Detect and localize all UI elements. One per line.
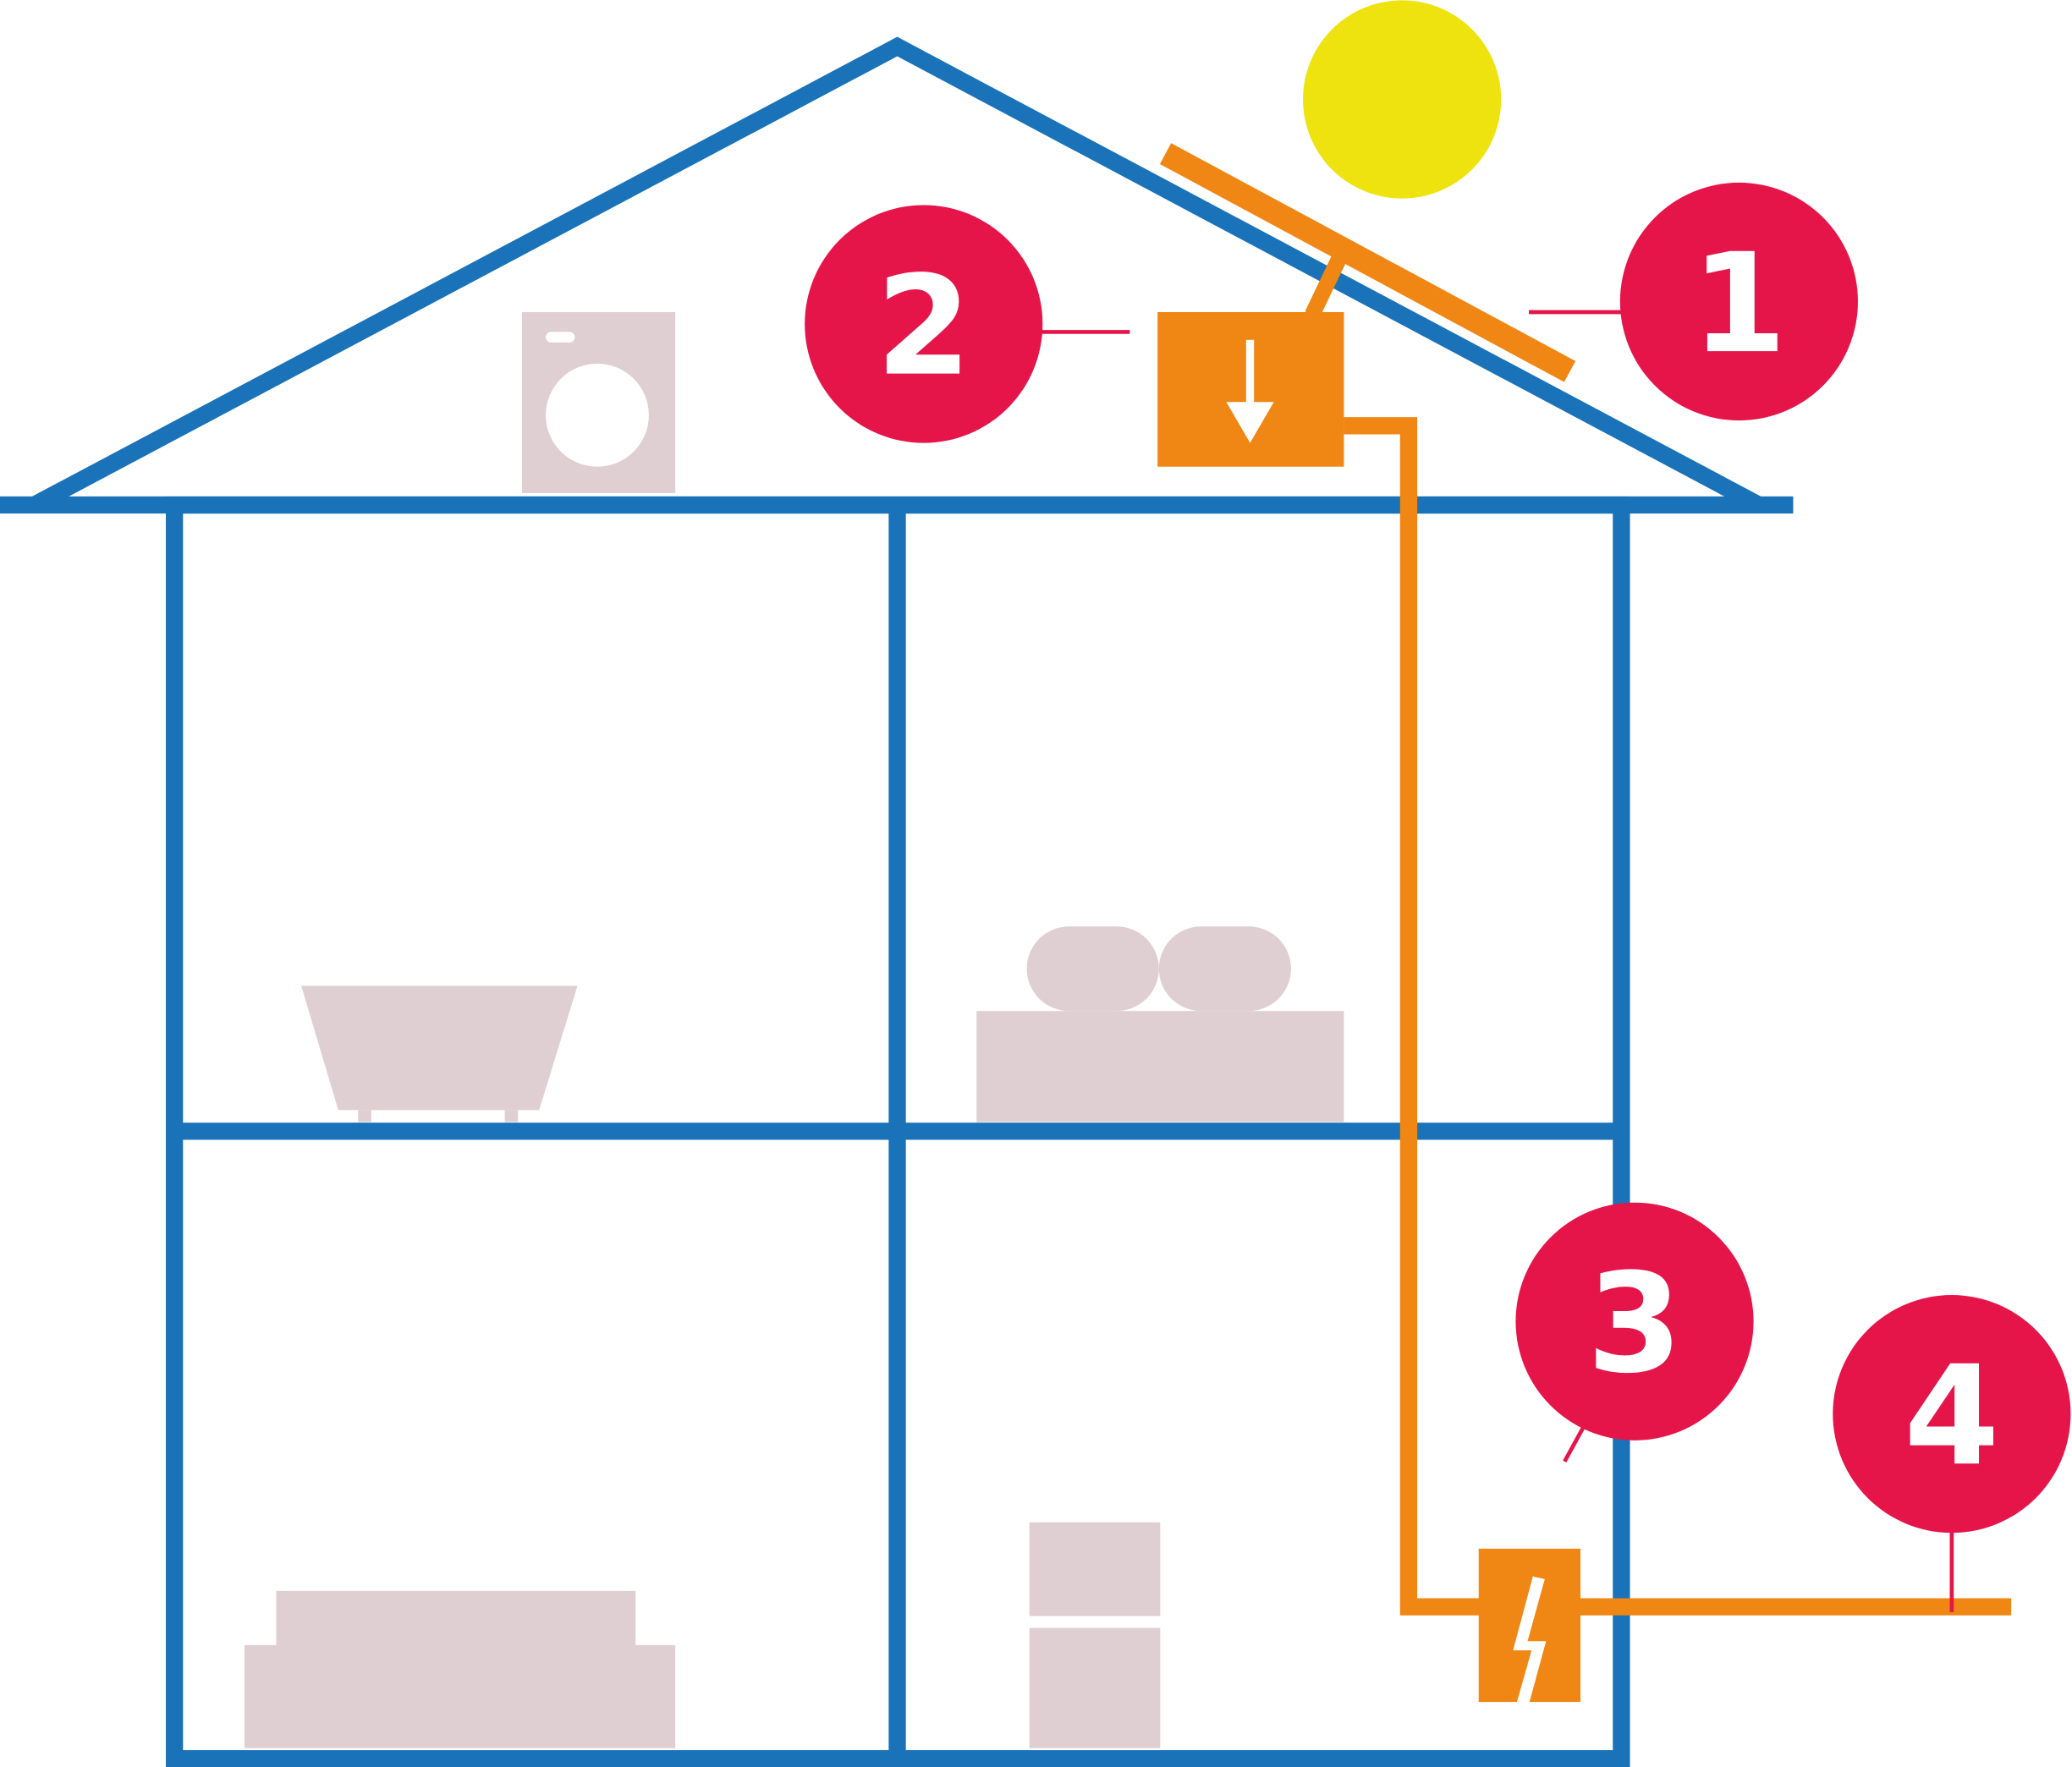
meter-lightning-icon — [1478, 1548, 1580, 1715]
badge-1: 1 — [1619, 182, 1858, 421]
bathtub-icon — [301, 985, 578, 1122]
sun-icon — [1302, 0, 1502, 199]
sofa-icon — [244, 1590, 676, 1748]
inverter-icon — [1157, 311, 1344, 467]
badge-4: 4 — [1833, 1295, 2071, 1534]
power-cable — [1344, 417, 2012, 1616]
badge-1-label: 1 — [1691, 224, 1787, 384]
badge-2: 2 — [805, 205, 1043, 443]
solar-panel-icon — [1159, 143, 1576, 382]
washing-machine-icon — [521, 311, 676, 493]
badge-3: 3 — [1515, 1202, 1754, 1440]
badge-3-label: 3 — [1587, 1244, 1683, 1404]
fridge-icon — [1029, 1522, 1161, 1748]
badge-4-label: 4 — [1904, 1336, 1999, 1496]
bed-icon — [976, 926, 1344, 1122]
house-structure — [0, 36, 1794, 1767]
badge-2-label: 2 — [876, 247, 971, 407]
